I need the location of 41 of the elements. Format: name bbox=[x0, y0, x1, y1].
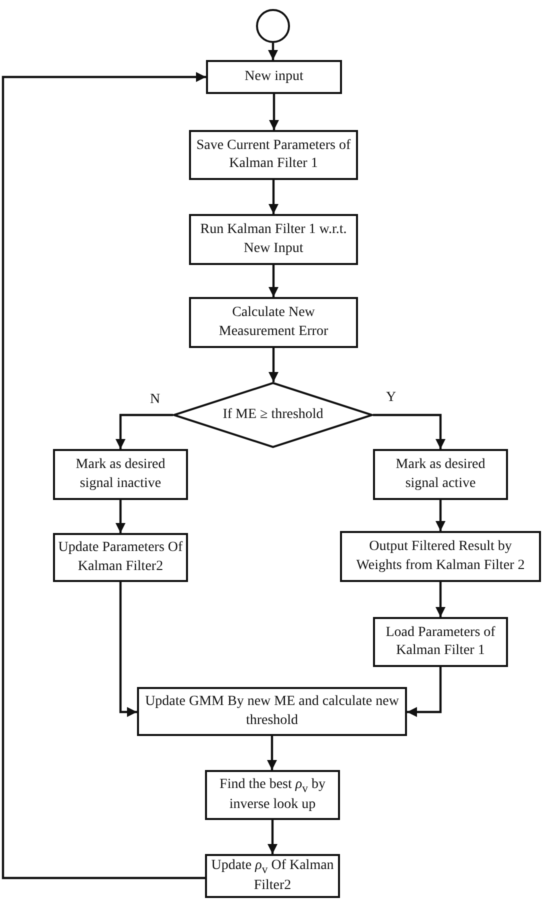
arrow bbox=[268, 43, 278, 60]
node-text: Update GMM By new ME and calculate new threshold bbox=[144, 693, 400, 730]
arrow bbox=[116, 414, 173, 449]
process-box bbox=[373, 617, 508, 667]
node-text: Save Current Parameters of Kalman Filter 1 bbox=[195, 136, 352, 173]
arrow bbox=[268, 180, 278, 214]
node-text: Mark as desired signal inactive bbox=[74, 456, 166, 492]
node-text: Output Filtered Result by Weights from Kalman Filter 2 bbox=[355, 538, 526, 574]
arrow bbox=[2, 72, 206, 880]
process-box bbox=[137, 687, 407, 736]
process-box bbox=[189, 214, 358, 265]
node-text: Calculate New Measurement Error bbox=[218, 304, 330, 340]
node-text: Find the best ρ$_{v}$ by inverse look up bbox=[218, 776, 326, 814]
start-circle bbox=[256, 9, 290, 43]
arrow bbox=[407, 667, 442, 717]
process-box bbox=[53, 533, 188, 582]
arrow bbox=[119, 582, 137, 717]
node-text: Run Kalman Filter 1 w.r.t. New Input bbox=[199, 221, 348, 258]
process-box bbox=[189, 130, 358, 180]
arrow bbox=[269, 94, 279, 130]
arrow bbox=[436, 500, 446, 531]
arrow bbox=[373, 414, 446, 449]
node-text: If ME ≥ threshold bbox=[222, 406, 324, 424]
node-text: New input bbox=[244, 68, 304, 86]
node-text: Mark as desired signal active bbox=[394, 456, 486, 492]
process-box bbox=[373, 449, 508, 500]
process-box bbox=[340, 531, 541, 582]
node-text: Update ρ$_{v}$ Of Kalman Filter2 bbox=[210, 856, 335, 895]
arrow bbox=[116, 500, 126, 533]
node-text: Update Parameters Of Kalman Filter2 bbox=[57, 539, 184, 576]
arrow bbox=[268, 265, 278, 297]
process-box bbox=[189, 297, 358, 348]
decision-diamond bbox=[173, 382, 373, 448]
arrow bbox=[267, 736, 277, 770]
process-box bbox=[205, 770, 340, 820]
node-text: Load Parameters of Kalman Filter 1 bbox=[384, 624, 496, 660]
arrow bbox=[268, 348, 278, 382]
arrow bbox=[436, 582, 446, 617]
arrow bbox=[268, 820, 278, 854]
process-box bbox=[206, 60, 342, 94]
process-box bbox=[53, 449, 188, 500]
